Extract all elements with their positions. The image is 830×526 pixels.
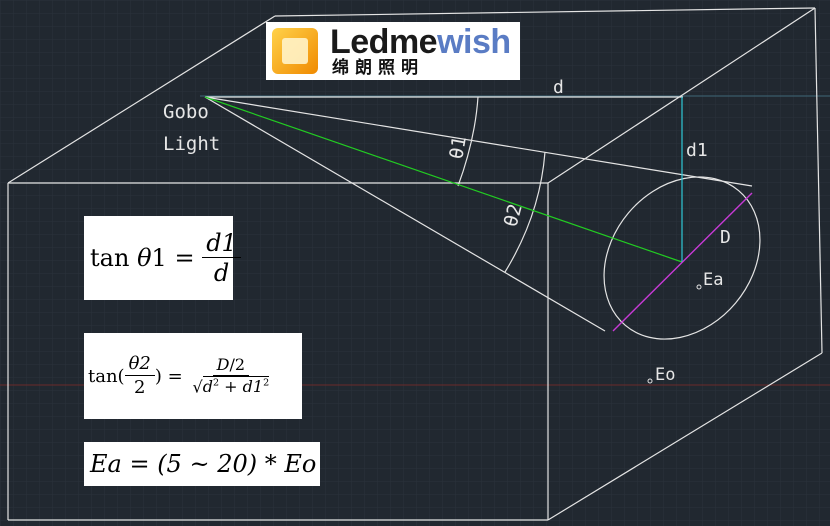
theta2-arc (504, 151, 546, 273)
brand-logo: Ledmewish 绵朗照明 (266, 22, 520, 80)
box-outline (7, 7, 823, 521)
f2-func: tan( (88, 365, 125, 387)
f2-d1-exp: 2 (263, 377, 270, 389)
f3-text: Ea = (5 ~ 20) * Eo (90, 450, 317, 478)
f1-denominator: d (213, 259, 230, 287)
f2-top-num: D (216, 354, 230, 374)
gobo-label: Gobo (163, 101, 209, 123)
f2-left-num: θ2 (128, 353, 151, 374)
logo-mark-icon (272, 28, 318, 74)
f2-equals: = (167, 365, 183, 387)
center-ray (204, 96, 683, 263)
f1-fraction: d1 d (202, 231, 241, 285)
beam-cone (204, 96, 761, 340)
ea-point (696, 284, 702, 290)
diameter-label: D (720, 227, 731, 248)
eo-label: Eo (655, 365, 675, 385)
eo-point (647, 378, 653, 384)
logo-name: Ledmewish (330, 22, 511, 62)
formula-tan-theta2: tan( θ2 2 ) = D/2 √d2 + d12 (84, 333, 302, 419)
logo-name-dark: Ledme (330, 23, 438, 61)
d1-label: d1 (686, 140, 708, 161)
logo-subtitle: 绵朗照明 (332, 58, 424, 78)
f1-func: tan (90, 244, 130, 272)
light-label: Light (163, 133, 220, 155)
formula-ea: Ea = (5 ~ 20) * Eo (84, 442, 320, 486)
f2-top-den: 2 (234, 354, 246, 374)
f2-d1: d1 (242, 377, 264, 397)
beam-ellipse (603, 176, 761, 340)
f1-equals: = (174, 244, 195, 272)
f2-d: d (202, 377, 213, 397)
cone-lower-edge (204, 96, 606, 332)
f2-sqrt: √ (192, 377, 203, 397)
f2-left-fraction: θ2 2 (124, 353, 155, 398)
ea-label: Ea (703, 270, 723, 290)
d-label: d (553, 77, 564, 98)
theta1-label: θ1 (445, 135, 471, 161)
f1-theta: θ (137, 244, 152, 272)
f2-plus: + (224, 377, 238, 397)
f2-left-den: 2 (134, 377, 146, 398)
f2-close: ) (154, 365, 162, 387)
f1-index: 1 (151, 244, 167, 272)
f2-right-fraction: D/2 √d2 + d12 (192, 354, 270, 397)
logo-name-accent: wish (437, 23, 511, 61)
f2-d-exp: 2 (212, 377, 220, 389)
f1-numerator: d1 (206, 229, 237, 257)
diameter-line (612, 192, 753, 332)
theta1-arc (457, 96, 479, 187)
cone-upper-edge (204, 96, 753, 187)
